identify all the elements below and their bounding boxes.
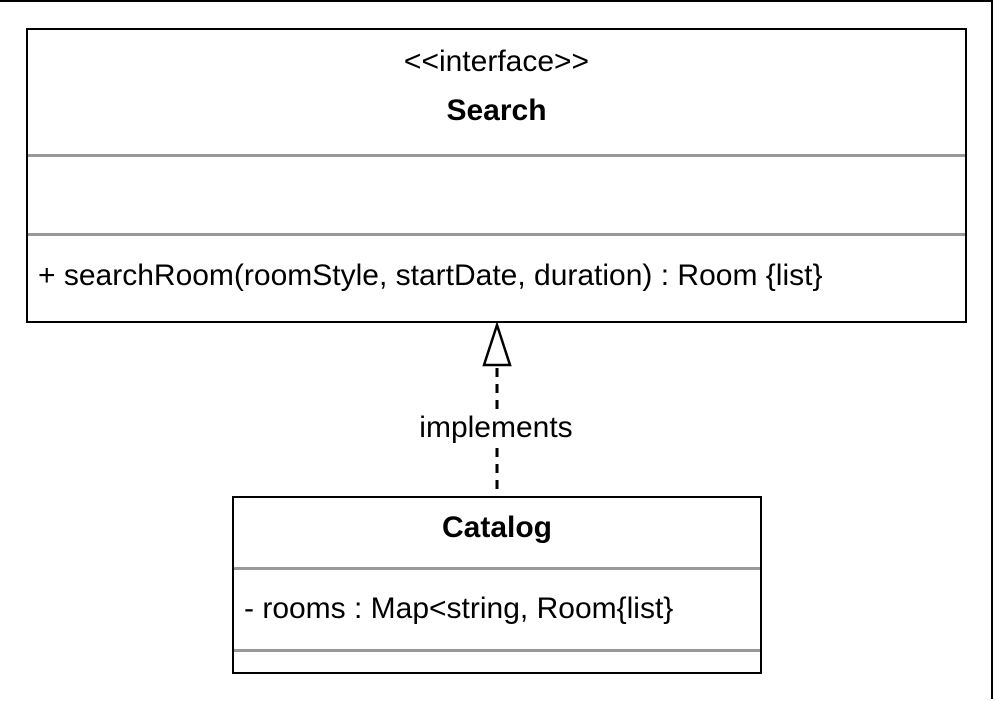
class-name: Catalog <box>441 511 552 544</box>
name-attributes-divider <box>28 154 965 157</box>
search-interface-box[interactable]: <<interface>> Search + searchRoom(roomSt… <box>26 28 967 323</box>
interface-stereotype: <<interface>> <box>403 45 590 78</box>
name-attributes-divider <box>234 567 760 570</box>
interface-name: Search <box>446 94 547 127</box>
attributes-operations-divider <box>28 233 965 236</box>
attribute-rooms: - rooms : Map<string, Room{list} <box>244 592 674 625</box>
operation-search-room: + searchRoom(roomStyle, startDate, durat… <box>38 259 823 292</box>
hollow-triangle-arrowhead-icon <box>482 320 512 367</box>
relationship-label: implements <box>396 410 596 446</box>
attributes-operations-divider <box>234 649 760 652</box>
catalog-class-box[interactable]: Catalog - rooms : Map<string, Room{list} <box>232 496 762 674</box>
